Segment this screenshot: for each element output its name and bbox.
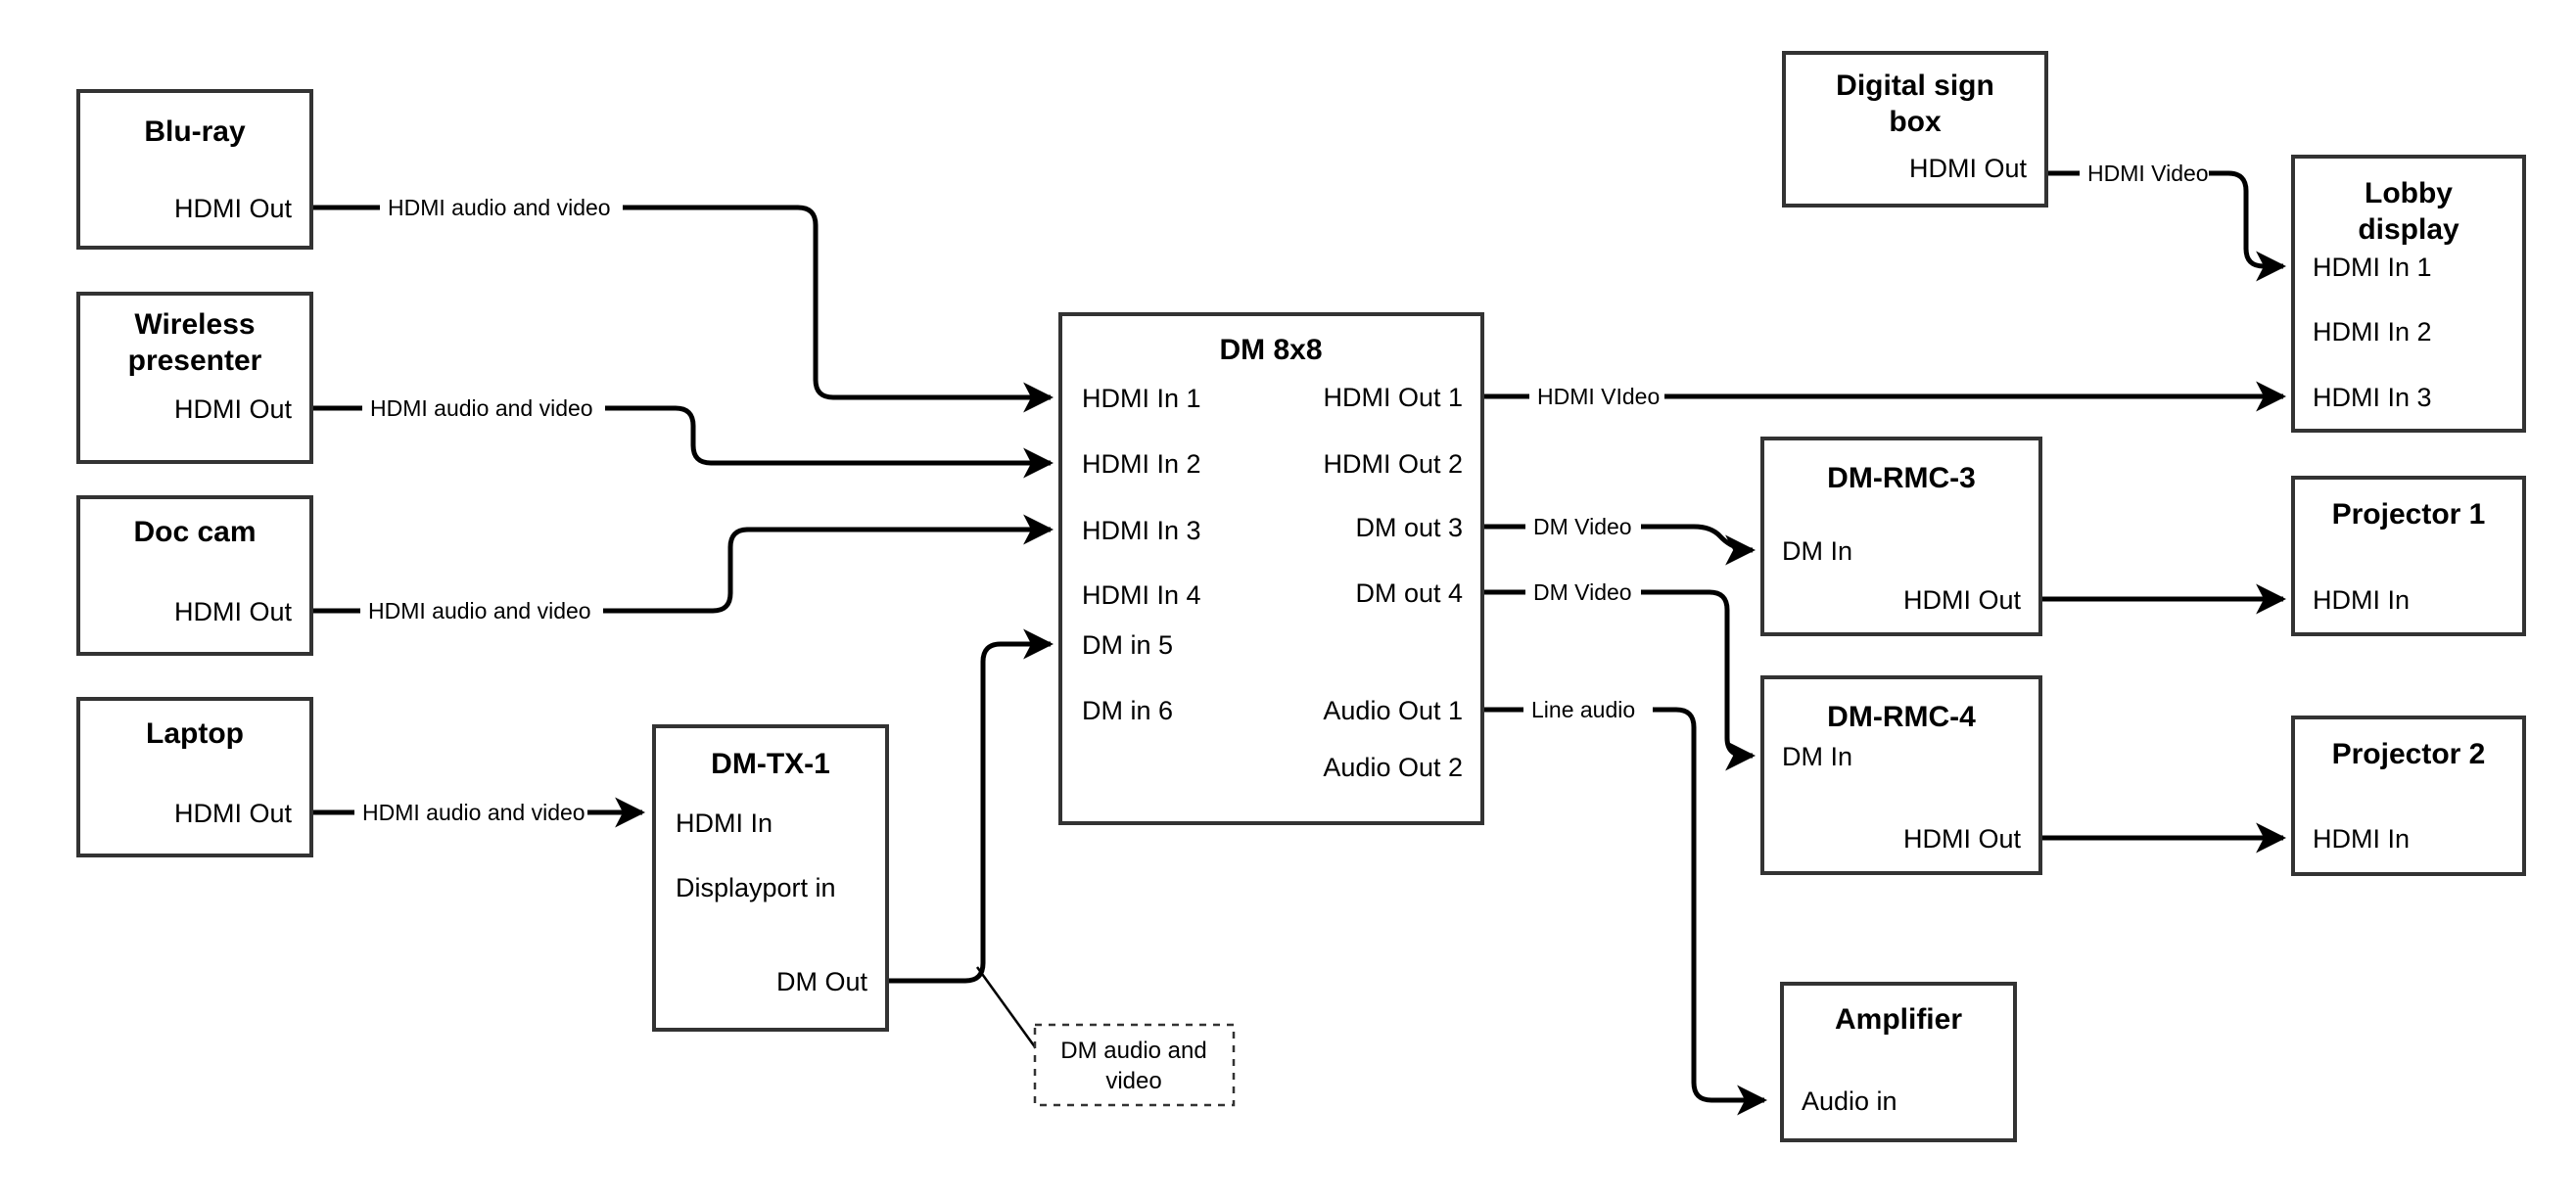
- port-lobby-hdmi-in-1: HDMI In 1: [2313, 253, 2432, 282]
- wire-dmtx1-to-dmin5: [887, 628, 1054, 984]
- wire-label-audioout1-to-amp: Line audio: [1531, 697, 1635, 722]
- callout-leader-line: [975, 966, 1043, 1056]
- callout-text-line2: video: [1105, 1068, 1161, 1094]
- port-dmrmc3-dm-in: DM In: [1782, 536, 1852, 566]
- device-bluray-box[interactable]: [76, 89, 313, 250]
- wire-audioout1-to-amp: [1482, 707, 1764, 1100]
- device-projector-1[interactable]: Projector 1 HDMI In: [2291, 476, 2526, 636]
- port-doccam-hdmi-out: HDMI Out: [174, 597, 293, 626]
- device-wireless-presenter-title-line1: Wireless: [134, 308, 255, 341]
- port-dmrmc4-dm-in: DM In: [1782, 742, 1852, 771]
- wire-label-hdmiout1-to-lobby3: HDMI VIdeo: [1537, 384, 1660, 409]
- port-dm8x8-hdmi-in-1: HDMI In 1: [1082, 384, 1201, 413]
- device-bluray[interactable]: Blu-ray HDMI Out: [76, 89, 313, 250]
- device-projector-2-title: Projector 2: [2332, 738, 2486, 770]
- callout-text-line1: DM audio and: [1060, 1038, 1206, 1064]
- device-lobby-display-title-line2: display: [2358, 213, 2459, 246]
- device-digital-sign-box-title-line1: Digital sign: [1836, 69, 1994, 102]
- port-dm8x8-hdmi-in-4: HDMI In 4: [1082, 580, 1201, 610]
- device-dm-tx-1-title: DM-TX-1: [711, 748, 830, 780]
- wire-label-dmout4-to-rmc4: DM Video: [1533, 579, 1632, 605]
- device-wireless-presenter[interactable]: Wireless presenter HDMI Out: [76, 292, 313, 464]
- port-amplifier-audio-in: Audio in: [1802, 1086, 1897, 1116]
- device-dm-rmc-3-box[interactable]: [1760, 437, 2042, 636]
- device-digital-sign-box-box[interactable]: [1782, 51, 2048, 208]
- wire-sign-to-lobby1: [2046, 170, 2283, 266]
- port-dmrmc3-hdmi-out: HDMI Out: [1903, 585, 2022, 615]
- callout-dm-audio-and-video: DM audio and video: [1033, 1023, 1236, 1107]
- device-projector-2-box[interactable]: [2291, 716, 2526, 876]
- port-dm8x8-hdmi-in-2: HDMI In 2: [1082, 449, 1201, 479]
- device-dm-rmc-4[interactable]: DM-RMC-4 DM In HDMI Out: [1760, 675, 2042, 875]
- wire-label-laptop-to-dmtx1: HDMI audio and video: [362, 800, 585, 825]
- wire-label-wireless-to-in2: HDMI audio and video: [370, 395, 593, 421]
- port-dm8x8-audio-out-2: Audio Out 2: [1323, 753, 1463, 782]
- port-dm8x8-audio-out-1: Audio Out 1: [1323, 696, 1463, 725]
- device-dm-tx-1-box[interactable]: [652, 724, 889, 1032]
- wire-doccam-to-in3: [311, 530, 1051, 614]
- device-wireless-presenter-title-line2: presenter: [128, 345, 262, 377]
- device-doc-cam[interactable]: Doc cam HDMI Out: [76, 495, 313, 656]
- wire-wireless-to-in2: [311, 405, 1051, 463]
- device-dm-rmc-4-title: DM-RMC-4: [1827, 701, 1976, 733]
- device-doc-cam-box[interactable]: [76, 495, 313, 656]
- port-laptop-hdmi-out: HDMI Out: [174, 799, 293, 828]
- device-lobby-display[interactable]: Lobby display HDMI In 1 HDMI In 2 HDMI I…: [2291, 155, 2526, 433]
- device-projector-1-title: Projector 1: [2332, 498, 2486, 531]
- port-dm8x8-dm-out-3: DM out 3: [1355, 513, 1463, 542]
- wire-bluray-to-in1: [311, 205, 1051, 397]
- port-dm8x8-hdmi-out-1: HDMI Out 1: [1323, 383, 1463, 412]
- device-dm-tx-1[interactable]: DM-TX-1 HDMI In Displayport in DM Out: [652, 724, 889, 1032]
- port-dm8x8-hdmi-in-3: HDMI In 3: [1082, 516, 1201, 545]
- port-dmtx1-dm-out: DM Out: [776, 967, 868, 996]
- port-dm8x8-dm-in-5: DM in 5: [1082, 630, 1173, 660]
- wire-dmout3-to-rmc3: [1482, 527, 1753, 550]
- device-doc-cam-title: Doc cam: [133, 516, 256, 548]
- port-wireless-hdmi-out: HDMI Out: [174, 394, 293, 424]
- port-dm8x8-hdmi-out-2: HDMI Out 2: [1323, 449, 1463, 479]
- port-digitalsign-hdmi-out: HDMI Out: [1909, 154, 2028, 183]
- device-laptop[interactable]: Laptop HDMI Out: [76, 697, 313, 857]
- device-lobby-display-box[interactable]: [2291, 155, 2526, 433]
- device-amplifier[interactable]: Amplifier Audio in: [1780, 982, 2017, 1142]
- wire-label-sign-to-lobby1: HDMI Video: [2087, 161, 2209, 186]
- device-bluray-title: Blu-ray: [144, 115, 246, 148]
- device-dm-rmc-4-box[interactable]: [1760, 675, 2042, 875]
- device-digital-sign-box[interactable]: Digital sign box HDMI Out: [1782, 51, 2048, 208]
- port-dm8x8-dm-in-6: DM in 6: [1082, 696, 1173, 725]
- port-projector2-hdmi-in: HDMI In: [2313, 824, 2410, 854]
- port-lobby-hdmi-in-3: HDMI In 3: [2313, 383, 2432, 412]
- device-projector-1-box[interactable]: [2291, 476, 2526, 636]
- device-amplifier-title: Amplifier: [1835, 1003, 1962, 1036]
- port-dmtx1-displayport-in: Displayport in: [676, 873, 836, 902]
- wire-label-doccam-to-in3: HDMI audio and video: [368, 598, 591, 624]
- port-dm8x8-dm-out-4: DM out 4: [1355, 578, 1463, 608]
- device-dm-8x8-box[interactable]: [1058, 312, 1484, 825]
- port-dmtx1-hdmi-in: HDMI In: [676, 808, 773, 838]
- device-laptop-title: Laptop: [146, 717, 244, 750]
- device-lobby-display-title-line1: Lobby: [2365, 177, 2453, 209]
- device-wireless-presenter-box[interactable]: [76, 292, 313, 464]
- port-bluray-hdmi-out: HDMI Out: [174, 194, 293, 223]
- port-projector1-hdmi-in: HDMI In: [2313, 585, 2410, 615]
- device-dm-8x8-title: DM 8x8: [1219, 334, 1322, 366]
- device-digital-sign-box-title-line2: box: [1889, 106, 1942, 138]
- device-dm-8x8[interactable]: DM 8x8 HDMI In 1 HDMI In 2 HDMI In 3 HDM…: [1058, 312, 1484, 825]
- port-lobby-hdmi-in-2: HDMI In 2: [2313, 317, 2432, 346]
- device-amplifier-box[interactable]: [1780, 982, 2017, 1142]
- wire-label-bluray-to-in1: HDMI audio and video: [388, 195, 611, 220]
- wire-dmout4-to-rmc4: [1482, 589, 1753, 756]
- device-dm-rmc-3[interactable]: DM-RMC-3 DM In HDMI Out: [1760, 437, 2042, 636]
- callout-box: [1033, 1023, 1236, 1107]
- port-dmrmc4-hdmi-out: HDMI Out: [1903, 824, 2022, 854]
- device-projector-2[interactable]: Projector 2 HDMI In: [2291, 716, 2526, 876]
- device-laptop-box[interactable]: [76, 697, 313, 857]
- device-dm-rmc-3-title: DM-RMC-3: [1827, 462, 1976, 494]
- wire-label-dmout3-to-rmc3: DM Video: [1533, 514, 1632, 539]
